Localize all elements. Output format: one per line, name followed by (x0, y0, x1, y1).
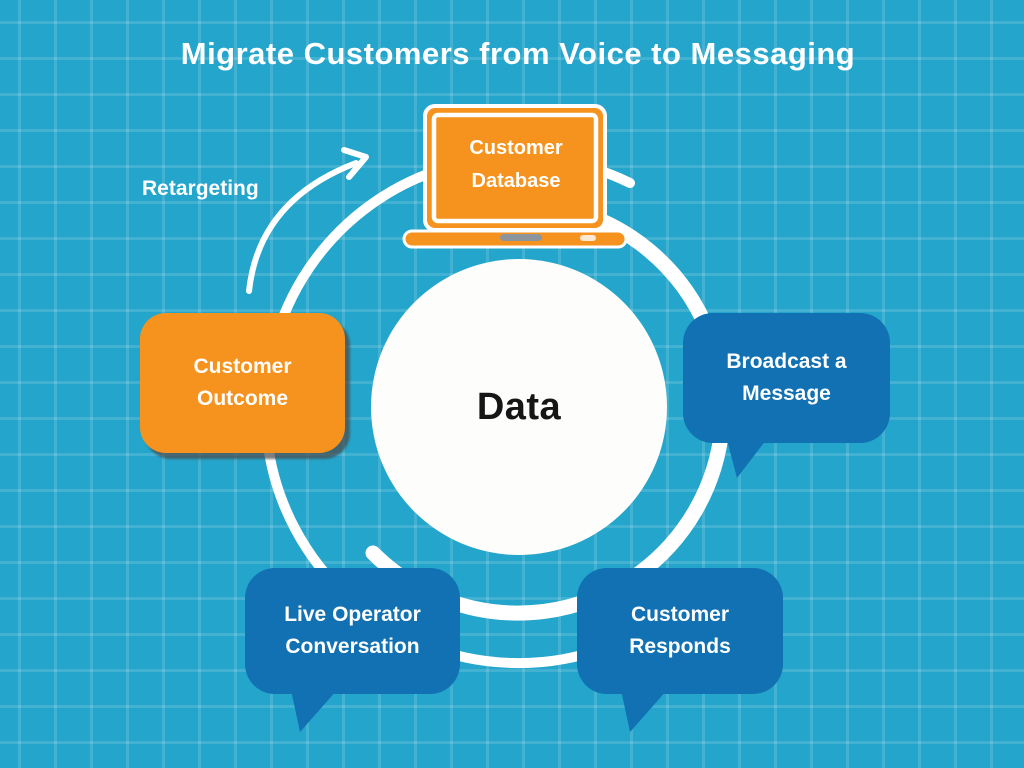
page-title: Migrate Customers from Voice to Messagin… (180, 36, 856, 71)
retargeting-label: Retargeting (142, 177, 259, 200)
liveop-line1: Live Operator (284, 603, 421, 626)
broadcast-message-bubble: Broadcast a Message (683, 313, 890, 443)
liveop-bubble-tail (291, 690, 337, 732)
responds-line2: Responds (629, 635, 731, 658)
customer-outcome-box: Customer Outcome (140, 313, 345, 453)
outcome-line2: Outcome (196, 387, 288, 410)
liveop-line2: Conversation (285, 635, 420, 658)
arrowhead-icon (341, 147, 369, 180)
data-circle: Data (371, 259, 667, 555)
laptop-base (402, 229, 628, 249)
laptop-touchpad-slot (500, 234, 542, 241)
live-operator-bubble: Live Operator Conversation (245, 568, 460, 694)
outcome-line1: Customer (193, 355, 292, 378)
database-line1: Customer (469, 137, 563, 159)
customer-database-label: Customer Database (432, 132, 600, 198)
broadcast-bubble-tail (727, 440, 766, 478)
responds-bubble-tail (621, 690, 667, 732)
laptop-button (580, 235, 596, 241)
data-circle-label: Data (476, 385, 562, 428)
responds-line1: Customer (630, 603, 730, 626)
customer-responds-bubble: Customer Responds (577, 568, 783, 694)
broadcast-line1: Broadcast a (726, 350, 847, 373)
broadcast-line2: Message (742, 382, 831, 405)
database-line2: Database (471, 170, 561, 192)
